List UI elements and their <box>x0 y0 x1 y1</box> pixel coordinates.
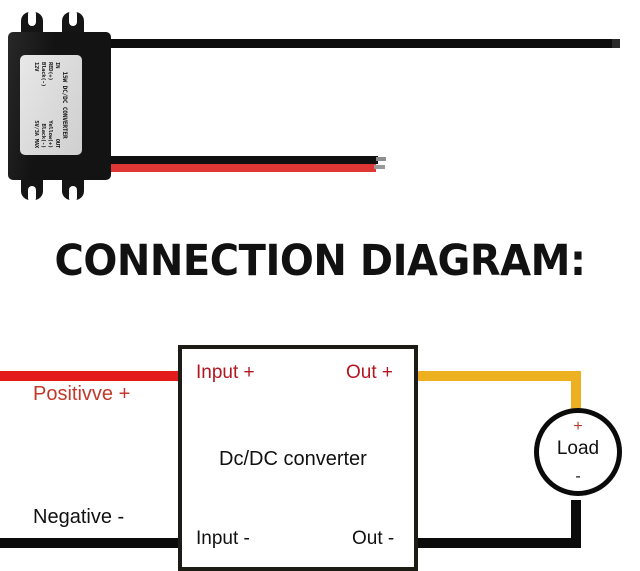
label-row-0-in: IN <box>54 62 61 69</box>
converter-name-label: Dc/DC converter <box>219 448 367 470</box>
label-row-2-in: Black(-) <box>40 62 47 87</box>
label-row-2-out: Black(-) <box>40 123 47 148</box>
label-row-1-in: RED(+) <box>47 62 54 81</box>
product-photo: 15W DC/DC CONVERTER IN OUT RED(+) Yellow… <box>0 0 640 228</box>
out-minus-wire-vertical <box>571 500 581 548</box>
connection-diagram: + Load - <box>0 320 640 571</box>
converter-out-plus-label: Out + <box>346 362 393 383</box>
label-row-3-in: 12V <box>33 62 40 72</box>
load-label: Load <box>556 438 600 459</box>
input-black-wire <box>100 156 378 164</box>
label-row-0: IN OUT <box>55 62 61 148</box>
converter-out-minus-label: Out - <box>352 528 395 549</box>
label-title: 15W DC/DC CONVERTER <box>61 71 69 139</box>
mounting-tab-bottom-left <box>21 174 43 202</box>
load-minus-terminal: - <box>575 468 581 485</box>
label-row-1: RED(+) Yellow(+) <box>48 62 54 148</box>
label-row-3-out: 5V/3A MAX <box>33 120 40 148</box>
converter-input-minus-label: Input - <box>196 528 250 549</box>
output-wire-tip <box>612 39 620 48</box>
input-red-wire <box>100 164 376 172</box>
input-red-wire-tip <box>374 165 385 169</box>
source-negative-label: Negative - <box>33 506 125 528</box>
out-plus-wire-horizontal <box>414 371 581 381</box>
source-positive-label: Positivve + <box>33 383 131 405</box>
page-title: CONNECTION DIAGRAM: <box>54 236 586 286</box>
mounting-tab-bottom-right <box>62 174 84 202</box>
converter-box <box>178 345 418 571</box>
converter-input-plus-label: Input + <box>196 362 255 383</box>
positive-input-wire <box>0 371 182 381</box>
mounting-tab-top-right <box>62 10 84 38</box>
load-symbol <box>534 408 622 496</box>
load-plus-terminal: + <box>573 418 583 435</box>
negative-input-wire <box>0 538 182 548</box>
label-row-2: Black(-) Black(-) <box>41 62 47 148</box>
label-row-3: 12V 5V/3A MAX <box>34 62 40 148</box>
label-row-1-out: Yellow(+) <box>47 120 54 148</box>
converter-module-label: 15W DC/DC CONVERTER IN OUT RED(+) Yellow… <box>20 55 82 155</box>
out-minus-wire-horizontal <box>414 538 581 548</box>
label-row-0-out: OUT <box>54 138 61 148</box>
output-black-wire <box>100 39 618 48</box>
mounting-tab-top-left <box>21 10 43 38</box>
input-black-wire-tip <box>376 157 386 161</box>
out-plus-wire-vertical <box>571 371 581 415</box>
